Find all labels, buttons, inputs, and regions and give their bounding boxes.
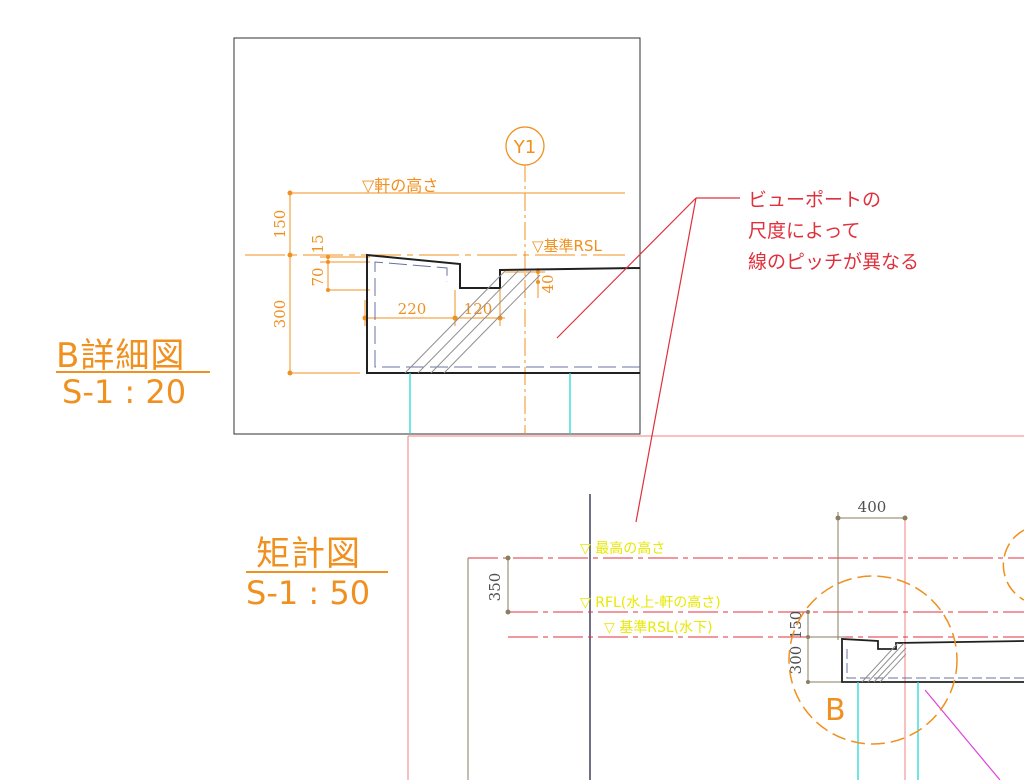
annotation-line-3: 線のピッチが異なる [748,251,919,273]
grid-bubble-y1 [505,126,545,166]
annotation-line-2: 尺度によって [748,220,860,242]
section-scale: S-1 : 50 [246,574,370,612]
detail-viewport-frame[interactable] [233,37,641,435]
level-rfl-label: ▽ RFL(水上-軒の高さ) [580,594,721,611]
detail-b-scale: S-1 : 20 [62,373,186,411]
dim-40: 40 [539,274,557,293]
dim-70: 70 [309,267,327,286]
annotation-callout: ビューポートの 尺度によって 線のピッチが異なる [556,189,919,523]
section-title: 矩計図 [256,534,361,574]
callout-circle-b[interactable] [788,575,958,745]
parapet-outline [366,253,641,374]
section-parapet [841,638,1024,683]
eaves-level-label: ▽軒の高さ [362,176,438,195]
dim-220: 220 [398,300,427,318]
detail-b-title: B詳細図 [56,336,185,376]
dim-15: 15 [309,234,327,253]
section-dim-300: 300 [787,646,805,675]
section-dim-350: 350 [486,573,504,602]
hatch-pattern [404,270,541,374]
dim-300: 300 [271,300,289,329]
base-rsl-label: ▽基準RSL [532,237,602,255]
annotation-line-1: ビューポートの [748,189,881,211]
grid-label-y1: Y1 [513,137,536,158]
level-rsl-label: ▽ 基準RSL(水下) [604,619,713,636]
detail-b-drawing: Y1 ▽軒の高さ ▽基準RSL 150 300 15 70 220 120 [245,126,641,434]
inner-finish-line [374,261,640,368]
callout-label-b: B [825,693,846,728]
section-drawing: ▽ 最高の高さ ▽ RFL(水上-軒の高さ) ▽ 基準RSL(水下) 400 3… [467,498,1024,780]
section-dim-400: 400 [858,498,887,516]
dim-150: 150 [271,210,289,239]
level-max-label: ▽ 最高の高さ [580,540,665,557]
